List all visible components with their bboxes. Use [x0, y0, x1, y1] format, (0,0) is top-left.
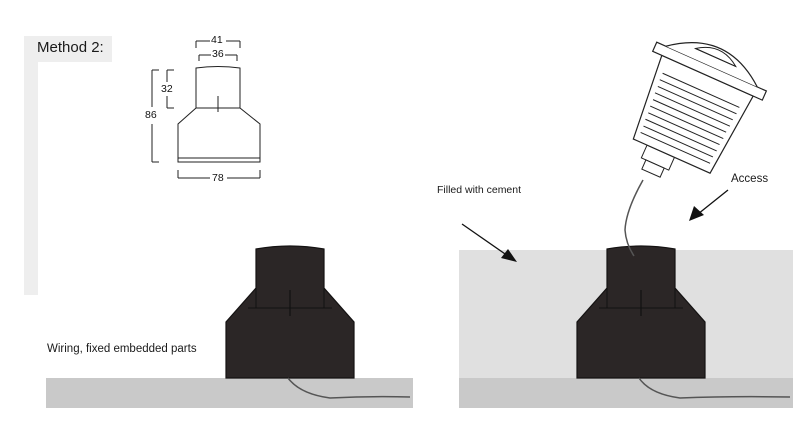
method-panel	[24, 36, 38, 295]
dim-base-width: 78	[212, 172, 224, 184]
dimension-outline	[177, 66, 261, 163]
access-label: Access	[731, 173, 769, 185]
dim-top-width: 41	[211, 34, 223, 46]
dimension-drawing	[151, 40, 261, 179]
cement-label: Filled with cement	[437, 184, 522, 196]
lamp-cable	[624, 179, 644, 257]
arrow-icon	[689, 189, 729, 221]
dim-inner-width: 36	[212, 48, 224, 60]
dim-neck-height: 32	[161, 83, 173, 95]
dim-total-height: 86	[145, 109, 157, 121]
embedded-part-icon	[225, 245, 411, 399]
embedded-part-icon	[576, 245, 791, 399]
arrow-icon	[461, 223, 517, 262]
method-title: Method 2:	[37, 39, 104, 56]
ground-right	[459, 378, 793, 408]
method-panel-top	[24, 36, 112, 62]
ground-left	[46, 378, 413, 408]
wiring-label: Wiring, fixed embedded parts	[47, 343, 197, 355]
led-lamp-icon	[632, 41, 768, 178]
